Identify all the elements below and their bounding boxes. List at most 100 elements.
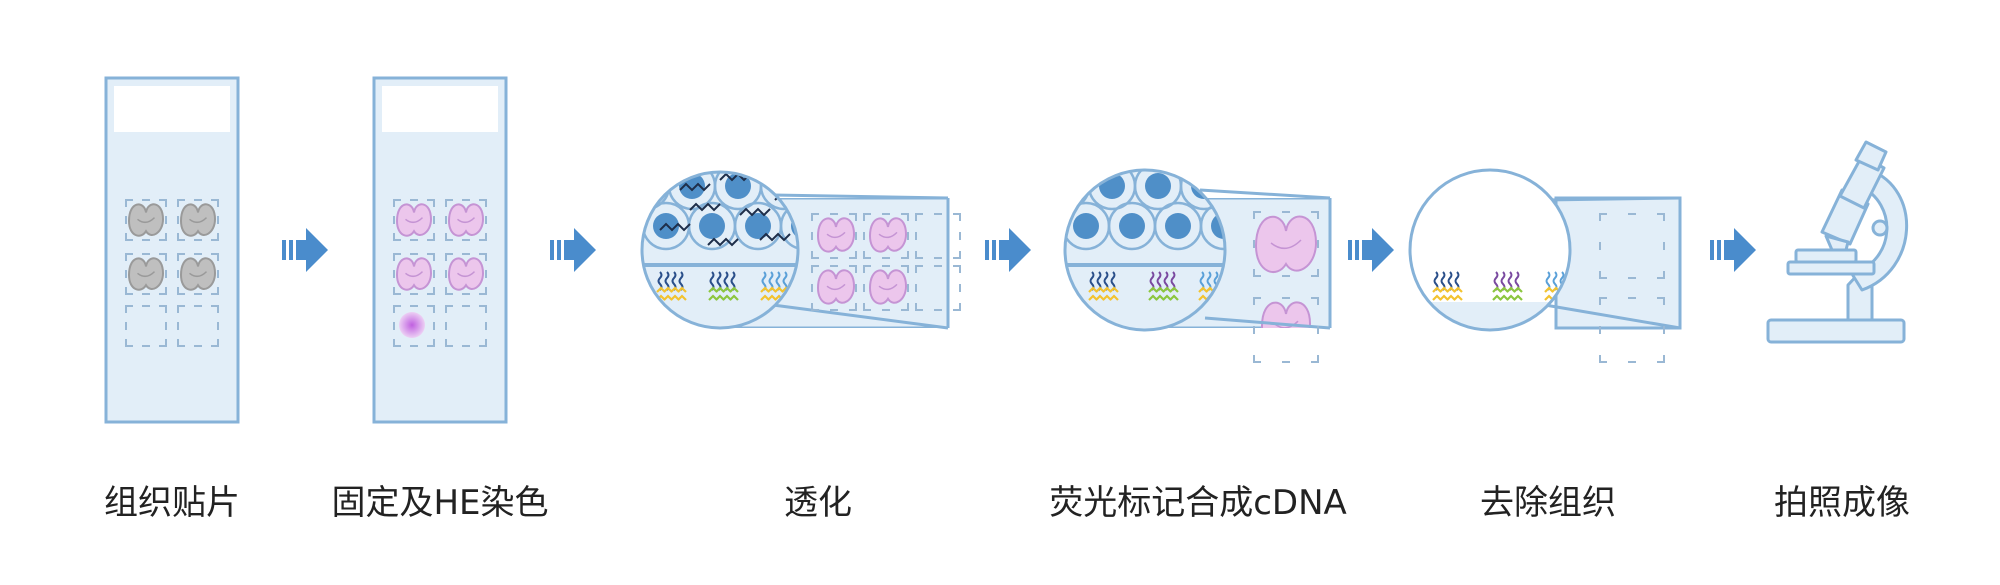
capture-spot-bracket: [177, 253, 219, 295]
primer-chevron: [1499, 286, 1509, 301]
slide-tissue-mounting: [104, 76, 240, 424]
tissue-section: [868, 269, 908, 305]
grey-tissue-sections: [127, 203, 217, 291]
right-arrow-icon: [1710, 228, 1756, 272]
capture-spot-bracket: [863, 213, 909, 259]
nucleus: [1065, 173, 1079, 199]
step-label-tissue-mounting: 组织贴片: [104, 483, 240, 523]
primer-chevron: [1432, 286, 1442, 301]
mrna-strand: [759, 232, 791, 242]
capture-spot-bracket: [393, 199, 435, 241]
capture-spot-bracket: [125, 199, 167, 241]
nucleus: [1073, 213, 1099, 239]
primer-chevron: [760, 286, 770, 301]
nucleus: [1145, 173, 1171, 199]
mrna-strand: [707, 237, 739, 247]
primer-chevron: [1162, 286, 1172, 301]
primer-chevron: [708, 286, 718, 301]
mrna-strand: [659, 222, 691, 232]
capture-area-grid: [811, 213, 961, 311]
capture-spot-bracket: [811, 265, 857, 311]
slide-he-stained: [372, 76, 508, 424]
primer-chevron: [1088, 286, 1098, 301]
tissue-section: [816, 269, 856, 305]
primer-chevron: [1439, 286, 1449, 301]
capture-spot-bracket: [125, 305, 167, 347]
step-label-cdna-synthesis: 荧光标记合成cDNA: [1049, 483, 1347, 523]
capture-spot-bracket: [1253, 211, 1319, 277]
microscope-icon: [1766, 140, 1908, 344]
right-arrow-icon: [282, 228, 328, 272]
right-arrow-icon: [550, 228, 596, 272]
primer-chevron: [663, 286, 673, 301]
step-label-tissue-removal: 去除组织: [1480, 483, 1616, 523]
primer-chevron: [1506, 286, 1516, 301]
cell: [1179, 170, 1225, 211]
primer-chevron: [1148, 286, 1158, 301]
nucleus: [699, 213, 725, 239]
primer-chevron: [767, 286, 777, 301]
mrna-strand: [689, 202, 721, 212]
capture-spot-bracket: [393, 253, 435, 295]
primer-chevron: [722, 286, 732, 301]
permeabilization-detail: [577, 163, 961, 330]
cell: [642, 201, 645, 251]
pink-tissue-sections: [395, 203, 485, 291]
cell: [779, 201, 798, 251]
nucleus: [745, 213, 771, 239]
nucleus: [1119, 213, 1145, 239]
right-arrow-icon: [985, 228, 1031, 272]
primer-chevron: [1492, 286, 1502, 301]
nucleus: [642, 173, 659, 199]
he-stain-spot: [399, 312, 425, 338]
nucleus: [1027, 213, 1053, 239]
primer-chevron: [1155, 286, 1165, 301]
capture-area-grid: [393, 199, 487, 347]
primer-chevron: [1198, 286, 1208, 301]
primer-chevron: [1169, 286, 1179, 301]
primer-chevron: [729, 286, 739, 301]
capture-area-grid: [1253, 211, 1319, 363]
capture-area-grid: [125, 199, 219, 347]
cell: [997, 163, 1043, 209]
capture-spot-bracket: [393, 305, 435, 347]
mrna-strand: [679, 182, 711, 192]
nucleus: [587, 173, 613, 199]
mrna-strand: [739, 207, 771, 217]
step-label-imaging: 拍照成像: [1774, 483, 1910, 523]
capture-spot-bracket: [177, 199, 219, 241]
tissue-section: [127, 257, 165, 291]
tissue-section: [447, 203, 485, 237]
nucleus: [653, 213, 679, 239]
tissue-section: [1254, 215, 1318, 273]
cell: [1017, 203, 1063, 249]
capture-spot-bracket: [915, 265, 961, 311]
tissue-section: [179, 257, 217, 291]
capture-spot-bracket: [863, 265, 909, 311]
pink-tissue-sections: [816, 217, 908, 305]
step-label-permeabilization: 透化: [784, 483, 852, 523]
capture-spot-bracket: [445, 305, 487, 347]
tissue-section: [816, 217, 856, 253]
cell: [759, 172, 798, 211]
capture-spot-bracket: [1253, 297, 1319, 363]
cell: [577, 163, 623, 209]
tissue-section: [179, 203, 217, 237]
capture-spot-bracket: [177, 305, 219, 347]
diagram-canvas: [104, 76, 1908, 424]
slide-label-area: [382, 86, 498, 132]
capture-spot-bracket: [445, 253, 487, 295]
right-arrow-icon: [1348, 228, 1394, 272]
capture-spot-bracket: [445, 199, 487, 241]
capture-area-grid: [1599, 213, 1665, 363]
tissue-section: [395, 203, 433, 237]
capture-spot-bracket: [125, 253, 167, 295]
primer-chevron: [670, 286, 680, 301]
capture-spot-bracket: [1599, 213, 1665, 279]
primer-chevron: [1453, 286, 1463, 301]
primer-chevron: [1513, 286, 1523, 301]
primer-chevron: [1095, 286, 1105, 301]
primer-chevron: [677, 286, 687, 301]
step-label-fix-he-stain: 固定及HE染色: [331, 483, 549, 523]
primer-chevron: [1446, 286, 1456, 301]
